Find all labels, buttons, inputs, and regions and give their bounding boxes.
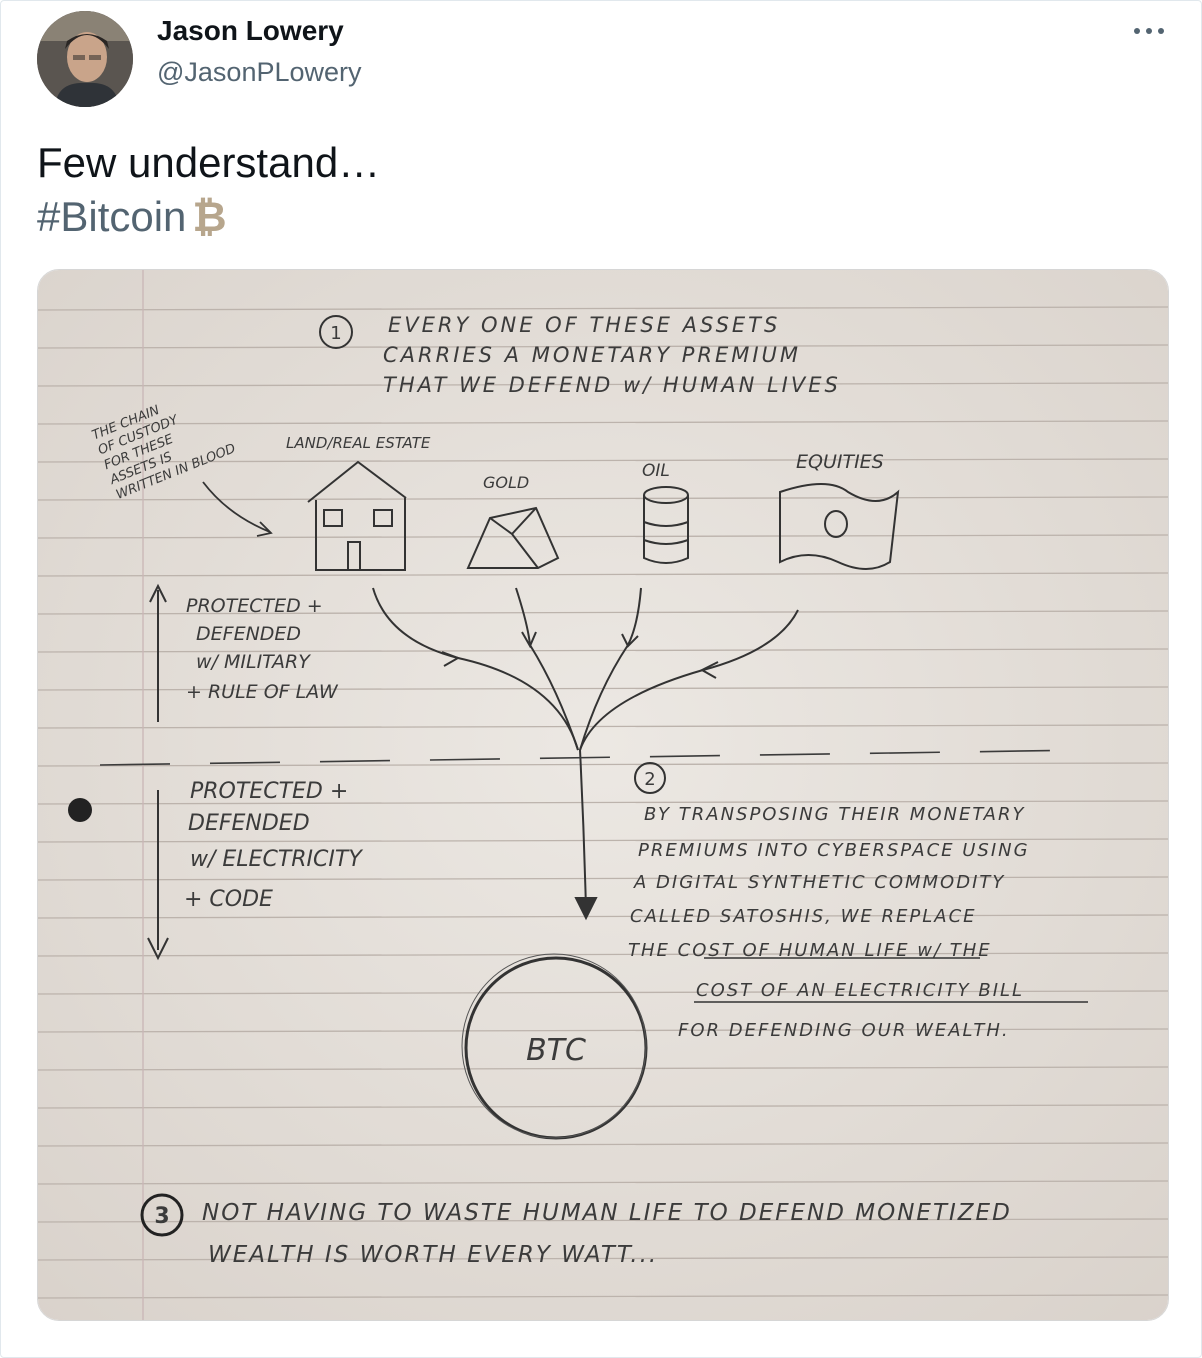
tweet-text: Few understand… (37, 139, 381, 186)
asset-label-gold: GOLD (483, 473, 529, 492)
item-2-line-3: A DIGITAL SYNTHETIC COMMODITY (633, 872, 1005, 893)
item-2-line-6: COST OF AN ELECTRICITY BILL (696, 980, 1024, 1001)
binder-hole (68, 798, 92, 822)
ruled-line (38, 1066, 1168, 1071)
ruled-line (38, 1142, 1168, 1147)
svg-text:3: 3 (154, 1204, 169, 1229)
upper-label-line-4: + RULE OF LAW (186, 681, 339, 703)
avatar-image (37, 11, 133, 107)
btc-circle: BTC (461, 953, 648, 1140)
ruled-line (38, 838, 1168, 843)
ruled-line (38, 306, 1168, 311)
equities-drawing (779, 483, 900, 570)
ruled-line (38, 1180, 1168, 1185)
ruled-line (38, 724, 1168, 729)
item-1-line-3: THAT WE DEFEND w/ HUMAN LIVES (383, 373, 841, 397)
more-horizontal-icon (1134, 28, 1164, 34)
item-2-line-7: FOR DEFENDING OUR WEALTH. (678, 1020, 1010, 1041)
ruled-line (38, 990, 1168, 995)
item-2-line-1: BY TRANSPOSING THEIR MONETARY (644, 804, 1025, 825)
asset-label-land: LAND/REAL ESTATE (286, 434, 431, 452)
item-1-text: EVERY ONE OF THESE ASSETS CARRIES A MONE… (383, 313, 841, 397)
ruled-line (38, 344, 1168, 349)
ruled-lines (38, 306, 1168, 1299)
notebook-drawing: 1 EVERY ONE OF THESE ASSETS CARRIES A MO… (38, 270, 1168, 1320)
ruled-line (38, 458, 1168, 463)
avatar[interactable] (37, 11, 133, 107)
svg-text:2: 2 (644, 769, 655, 790)
dashed-divider (99, 749, 1089, 766)
hashtag-line: #Bitcoin₿ (37, 191, 227, 243)
ruled-line (38, 648, 1168, 653)
gold-bar-drawing (466, 506, 560, 569)
more-options-button[interactable] (1129, 19, 1169, 43)
upper-label-line-3: w/ MILITARY (196, 651, 311, 673)
house-drawing (307, 460, 407, 571)
item-1-line-1: EVERY ONE OF THESE ASSETS (388, 313, 780, 337)
item-2-line-2: PREMIUMS INTO CYBERSPACE USING (638, 840, 1030, 861)
up-arrow-head (149, 583, 167, 603)
item-2-text: BY TRANSPOSING THEIR MONETARY PREMIUMS I… (628, 804, 1030, 1041)
ruled-line (38, 1218, 1168, 1223)
item-2-line-5: THE COST OF HUMAN LIFE w/ THE (628, 940, 992, 961)
asset-label-equities: EQUITIES (796, 451, 884, 473)
ruled-line (38, 382, 1168, 387)
lower-label: PROTECTED + DEFENDED w/ ELECTRICITY + CO… (184, 779, 363, 912)
asset-label-oil: OIL (642, 461, 670, 481)
ruled-line (38, 914, 1168, 919)
item-2-number: 2 (634, 762, 666, 794)
display-name[interactable]: Jason Lowery (157, 15, 344, 46)
lower-label-line-4: + CODE (184, 887, 273, 912)
ruled-line (38, 1294, 1168, 1299)
tweet-media-photo[interactable]: 1 EVERY ONE OF THESE ASSETS CARRIES A MO… (37, 269, 1169, 1321)
svg-text:1: 1 (330, 323, 341, 344)
converging-lines (372, 587, 799, 921)
bitcoin-emoji-icon: ₿ (192, 193, 227, 240)
ruled-line (38, 610, 1168, 615)
upper-label-line-1: PROTECTED + (186, 595, 323, 617)
ruled-line (38, 800, 1168, 805)
ruled-line (38, 762, 1168, 767)
lower-label-line-1: PROTECTED + (190, 779, 348, 804)
user-handle[interactable]: @JasonPLowery (157, 57, 362, 87)
down-arrow-head (147, 937, 169, 961)
ruled-line (38, 876, 1168, 881)
ruled-line (38, 496, 1168, 501)
lower-label-line-3: w/ ELECTRICITY (190, 847, 363, 872)
upper-label: PROTECTED + DEFENDED w/ MILITARY + RULE … (186, 595, 339, 703)
item-3-number: 3 (140, 1193, 184, 1237)
item-3-line-1: NOT HAVING TO WASTE HUMAN LIFE TO DEFEND… (202, 1200, 1012, 1226)
item-1-line-2: CARRIES A MONETARY PREMIUM (383, 343, 801, 367)
item-3-line-2: WEALTH IS WORTH EVERY WATT... (208, 1242, 658, 1268)
btc-label: BTC (526, 1033, 586, 1068)
ruled-line (38, 420, 1168, 425)
ruled-line (38, 952, 1168, 957)
item-3-text: NOT HAVING TO WASTE HUMAN LIFE TO DEFEND… (202, 1200, 1012, 1268)
ruled-line (38, 572, 1168, 577)
lower-label-line-2: DEFENDED (188, 811, 310, 836)
ruled-line (38, 1104, 1168, 1109)
ruled-line (38, 1256, 1168, 1261)
upper-label-line-2: DEFENDED (196, 623, 301, 645)
item-2-line-4: CALLED SATOSHIS, WE REPLACE (630, 906, 977, 927)
hashtag-link[interactable]: #Bitcoin (37, 193, 187, 240)
ruled-line (38, 1028, 1168, 1033)
ruled-line (38, 534, 1168, 539)
side-note-arrow (202, 481, 271, 533)
oil-barrel-drawing (643, 486, 689, 564)
item-1-number: 1 (319, 315, 353, 349)
